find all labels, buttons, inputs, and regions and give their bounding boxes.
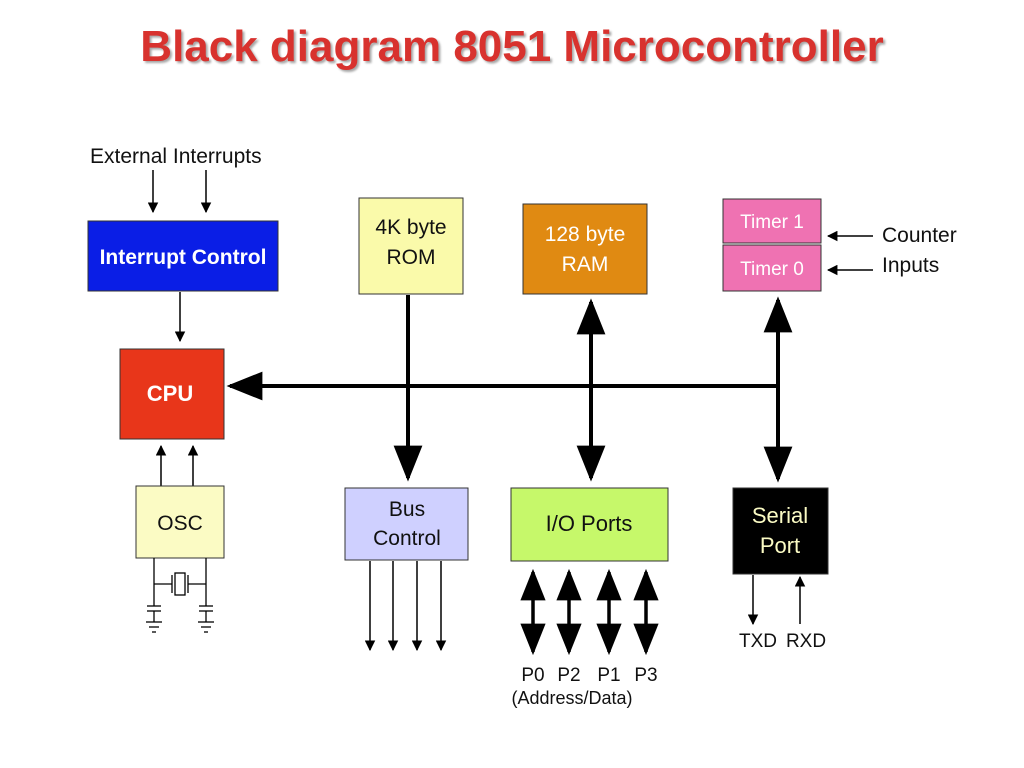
ram-label-line1: 128 byte: [545, 223, 626, 246]
osc-block: [135, 485, 225, 559]
io-port-arrows: [520, 568, 659, 656]
serial-port-block: [732, 487, 829, 575]
cpu-label: CPU: [147, 381, 193, 406]
serial-port-label-line1: Serial: [752, 503, 808, 528]
rxd-label: RXD: [786, 631, 826, 652]
port-p3-label: P3: [634, 665, 657, 686]
osc-label: OSC: [157, 512, 203, 535]
timer0-label: Timer 0: [740, 259, 804, 280]
bus-control-block: [344, 487, 469, 561]
interrupt-control-label: Interrupt Control: [100, 246, 267, 269]
io-ports-block: [510, 487, 669, 562]
rom-label-line2: ROM: [387, 246, 436, 269]
timer0-block: [722, 244, 822, 292]
port-p1-label: P1: [597, 665, 620, 686]
cpu-block: [119, 348, 225, 440]
bus-control-label-line1: Bus: [389, 498, 425, 521]
page-title: Black diagram 8051 Microcontroller: [140, 22, 884, 71]
timer1-label: Timer 1: [740, 212, 804, 233]
port-p0-label: P0: [521, 665, 544, 686]
txd-label: TXD: [739, 631, 777, 652]
bus-control-label-line2: Control: [373, 527, 441, 550]
rom-label-line1: 4K byte: [375, 216, 446, 239]
interrupt-control-block: [87, 220, 279, 292]
rom-block: [358, 197, 464, 295]
counter-inputs-label-line2: Inputs: [882, 254, 939, 277]
serial-port-label-line2: Port: [760, 533, 800, 558]
crystal-oscillator-icon: [146, 558, 214, 633]
io-ports-label: I/O Ports: [546, 511, 633, 536]
bus-control-output-arrows: [364, 561, 447, 652]
address-data-label: (Address/Data): [511, 688, 632, 708]
port-p2-label: P2: [557, 665, 580, 686]
ram-block: [522, 203, 648, 295]
timer1-block: [722, 198, 822, 244]
counter-inputs-label-line1: Counter: [882, 224, 957, 247]
external-interrupts-label: External Interrupts: [90, 145, 262, 168]
ram-label-line2: RAM: [562, 253, 609, 276]
